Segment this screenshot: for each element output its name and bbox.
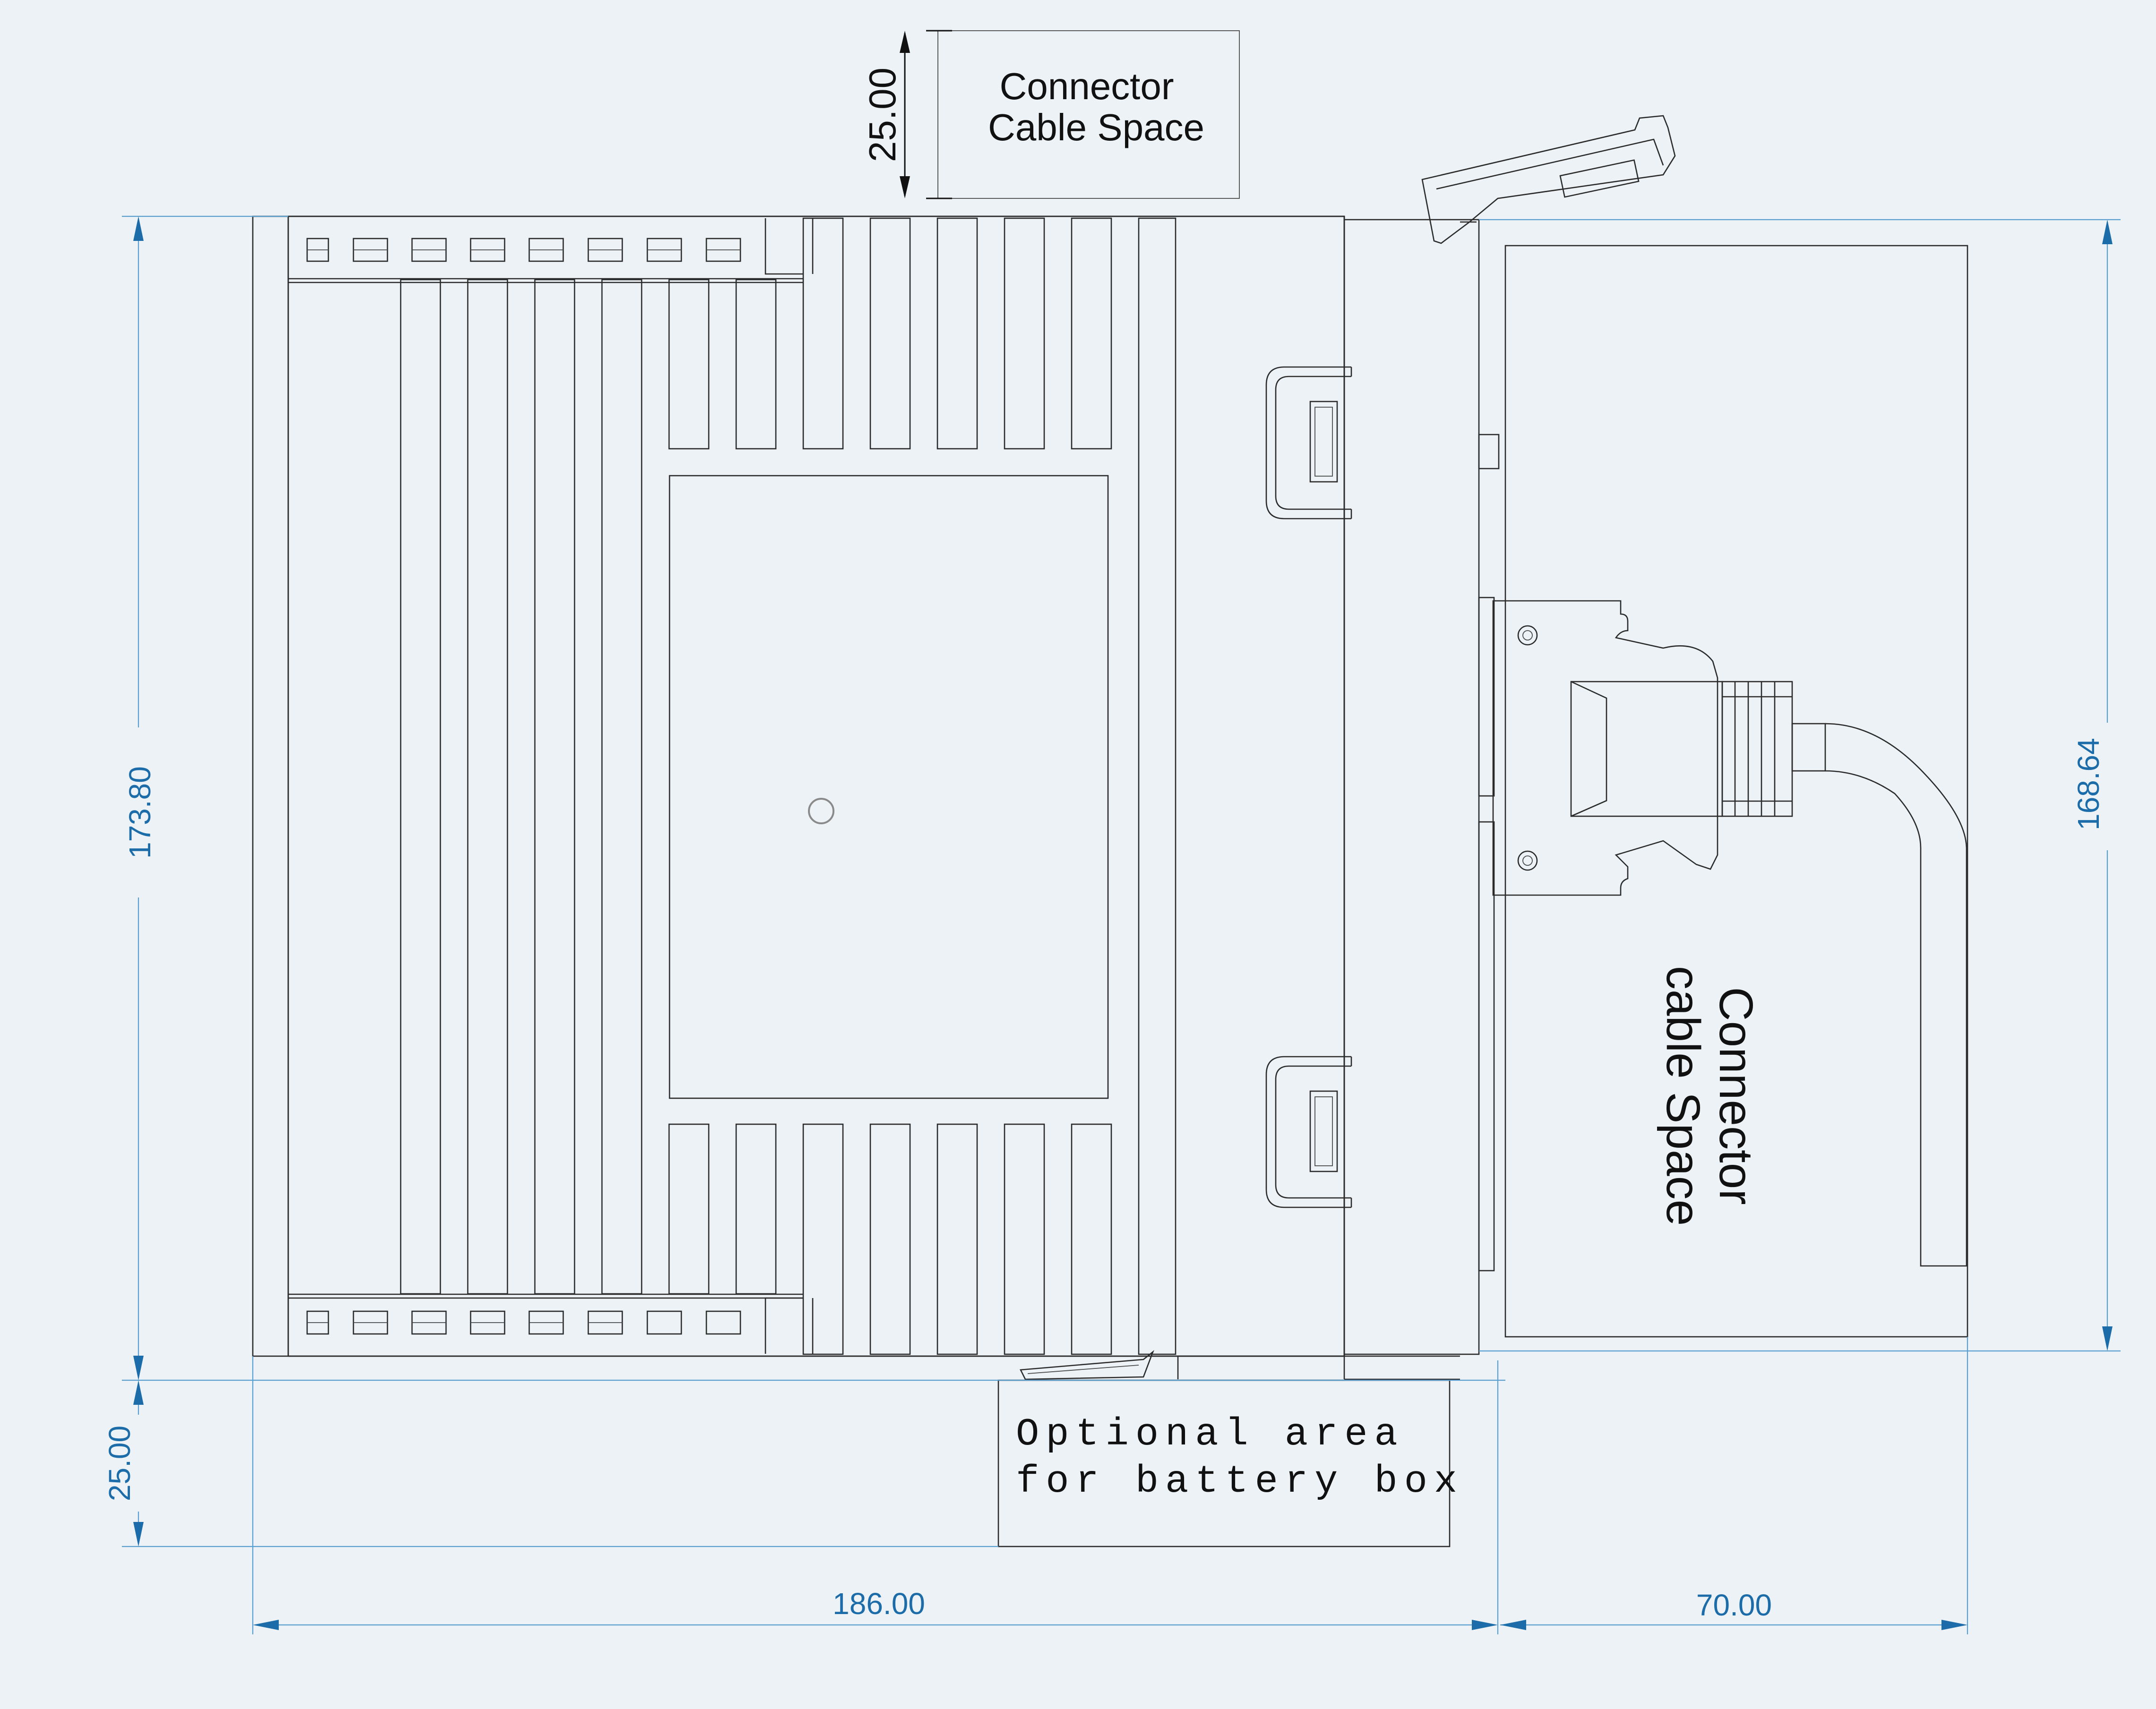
- cable-width-value: 70.00: [1696, 1588, 1772, 1622]
- drive-body: [252, 115, 1676, 1380]
- left-height-value: 173.80: [123, 766, 157, 859]
- battery-area-label-line2: for battery box: [1016, 1460, 1464, 1504]
- top-cover-flap: [1421, 115, 1676, 244]
- top-cable-space-label-line1: Connector: [999, 65, 1174, 107]
- right-height-value: 168.64: [2071, 738, 2105, 830]
- top-clearance-dimension: 25.00: [861, 30, 952, 199]
- lower-latch: [1265, 1056, 1352, 1208]
- mounting-hole: [808, 798, 834, 824]
- top-cable-space-box: [937, 30, 1240, 199]
- top-cable-space-label-line2: Cable Space: [988, 106, 1204, 148]
- connector-cable: [1825, 723, 1967, 1267]
- bottom-clearance-dimension: 25.00: [103, 1380, 998, 1547]
- battery-clip: [1019, 1350, 1154, 1380]
- bottom-vent-row: [288, 1293, 814, 1354]
- heatsink-fins: [400, 217, 1177, 1355]
- upper-latch: [1265, 366, 1352, 520]
- side-cable-space-box: [1504, 245, 1968, 1338]
- connector-plug: [1492, 600, 1967, 1267]
- bottom-clearance-value: 25.00: [103, 1426, 137, 1501]
- right-height-dimension: 168.64: [1479, 219, 2121, 1352]
- top-clearance-value: 25.00: [861, 68, 903, 162]
- left-height-dimension: 173.80: [122, 215, 1505, 1381]
- total-width-value: 186.00: [833, 1587, 925, 1621]
- battery-area-label-line1: Optional area: [1016, 1412, 1404, 1456]
- total-width-dimension: 186.00: [252, 1356, 1499, 1634]
- cable-width-dimension: 70.00: [1500, 1337, 1968, 1634]
- top-vent-row: [288, 218, 814, 283]
- side-cable-space-label-line1: Connector: [1709, 987, 1762, 1205]
- side-cable-space-label-line2: cable Space: [1657, 966, 1709, 1226]
- label-plate: [669, 475, 1109, 1099]
